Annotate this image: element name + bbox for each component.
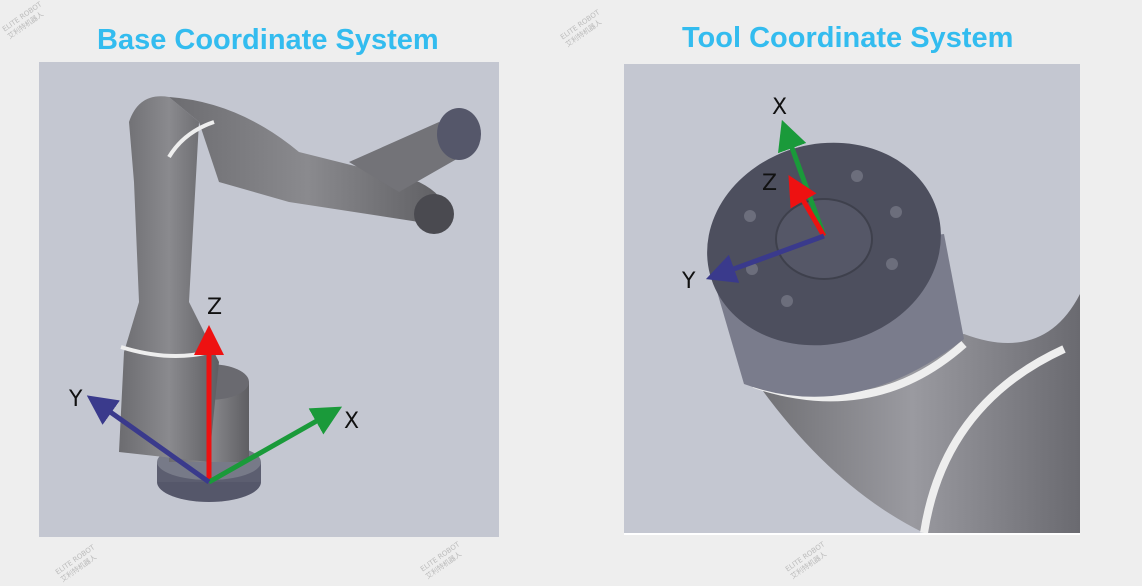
x-axis-label: X [772,95,787,120]
z-axis-label: Z [207,295,222,320]
tool-coordinate-title: Tool Coordinate System [682,22,1014,54]
base-coordinate-title: Base Coordinate System [97,24,439,56]
z-axis-arrow [788,175,827,238]
tool-coordinate-image: X Z Y [624,64,1080,535]
base-coordinate-image: Z X Y [39,62,499,537]
z-axis-label: Z [762,171,777,196]
x-axis-arrow [207,406,343,485]
y-axis-arrow [705,233,825,283]
y-axis-label: Y [681,269,696,294]
y-axis-arrow [86,395,211,485]
robot-arm [119,96,481,502]
x-axis-label: X [344,409,359,434]
robot-tool-flange [707,142,1080,533]
y-axis-label: Y [68,387,83,412]
